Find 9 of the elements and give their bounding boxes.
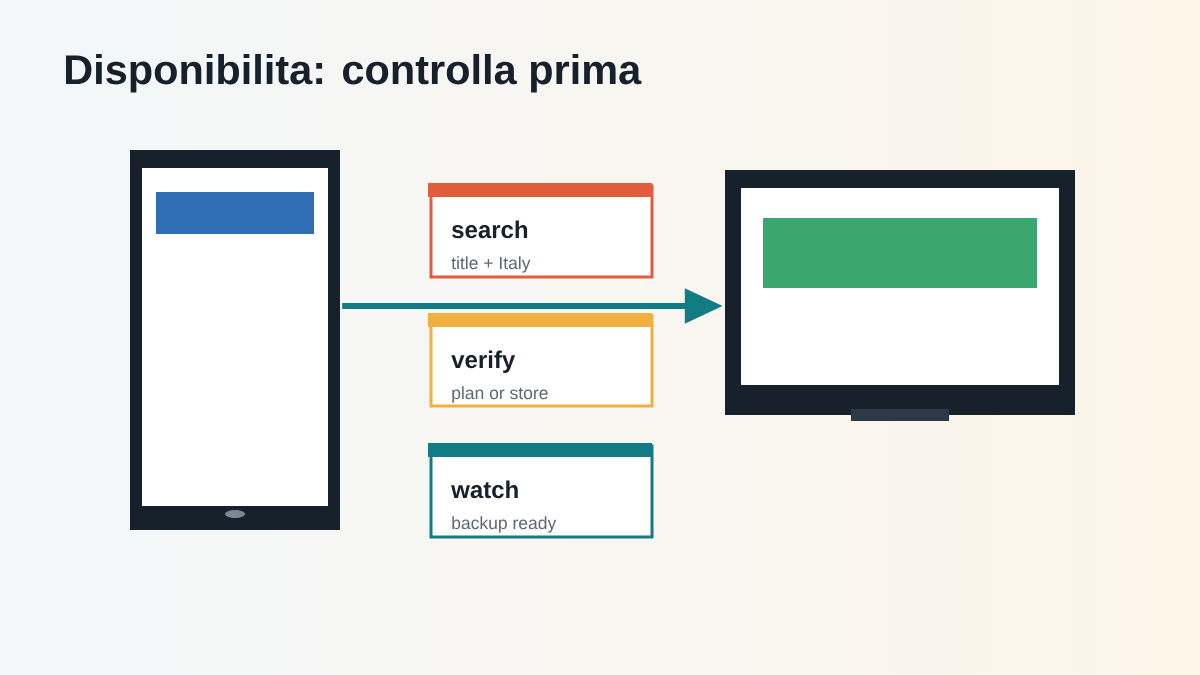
card-title: watch [451,480,518,499]
card-subtitle: plan or store [452,386,548,403]
phone-illustration [130,150,340,530]
card-title: search [452,220,528,239]
card-title: verify [451,350,516,373]
title: Disponibilita: controlla prima [66,53,642,93]
card-subtitle: title + Italy [451,256,531,273]
card-subtitle: backup ready [452,516,557,533]
monitor-illustration [725,170,1075,421]
